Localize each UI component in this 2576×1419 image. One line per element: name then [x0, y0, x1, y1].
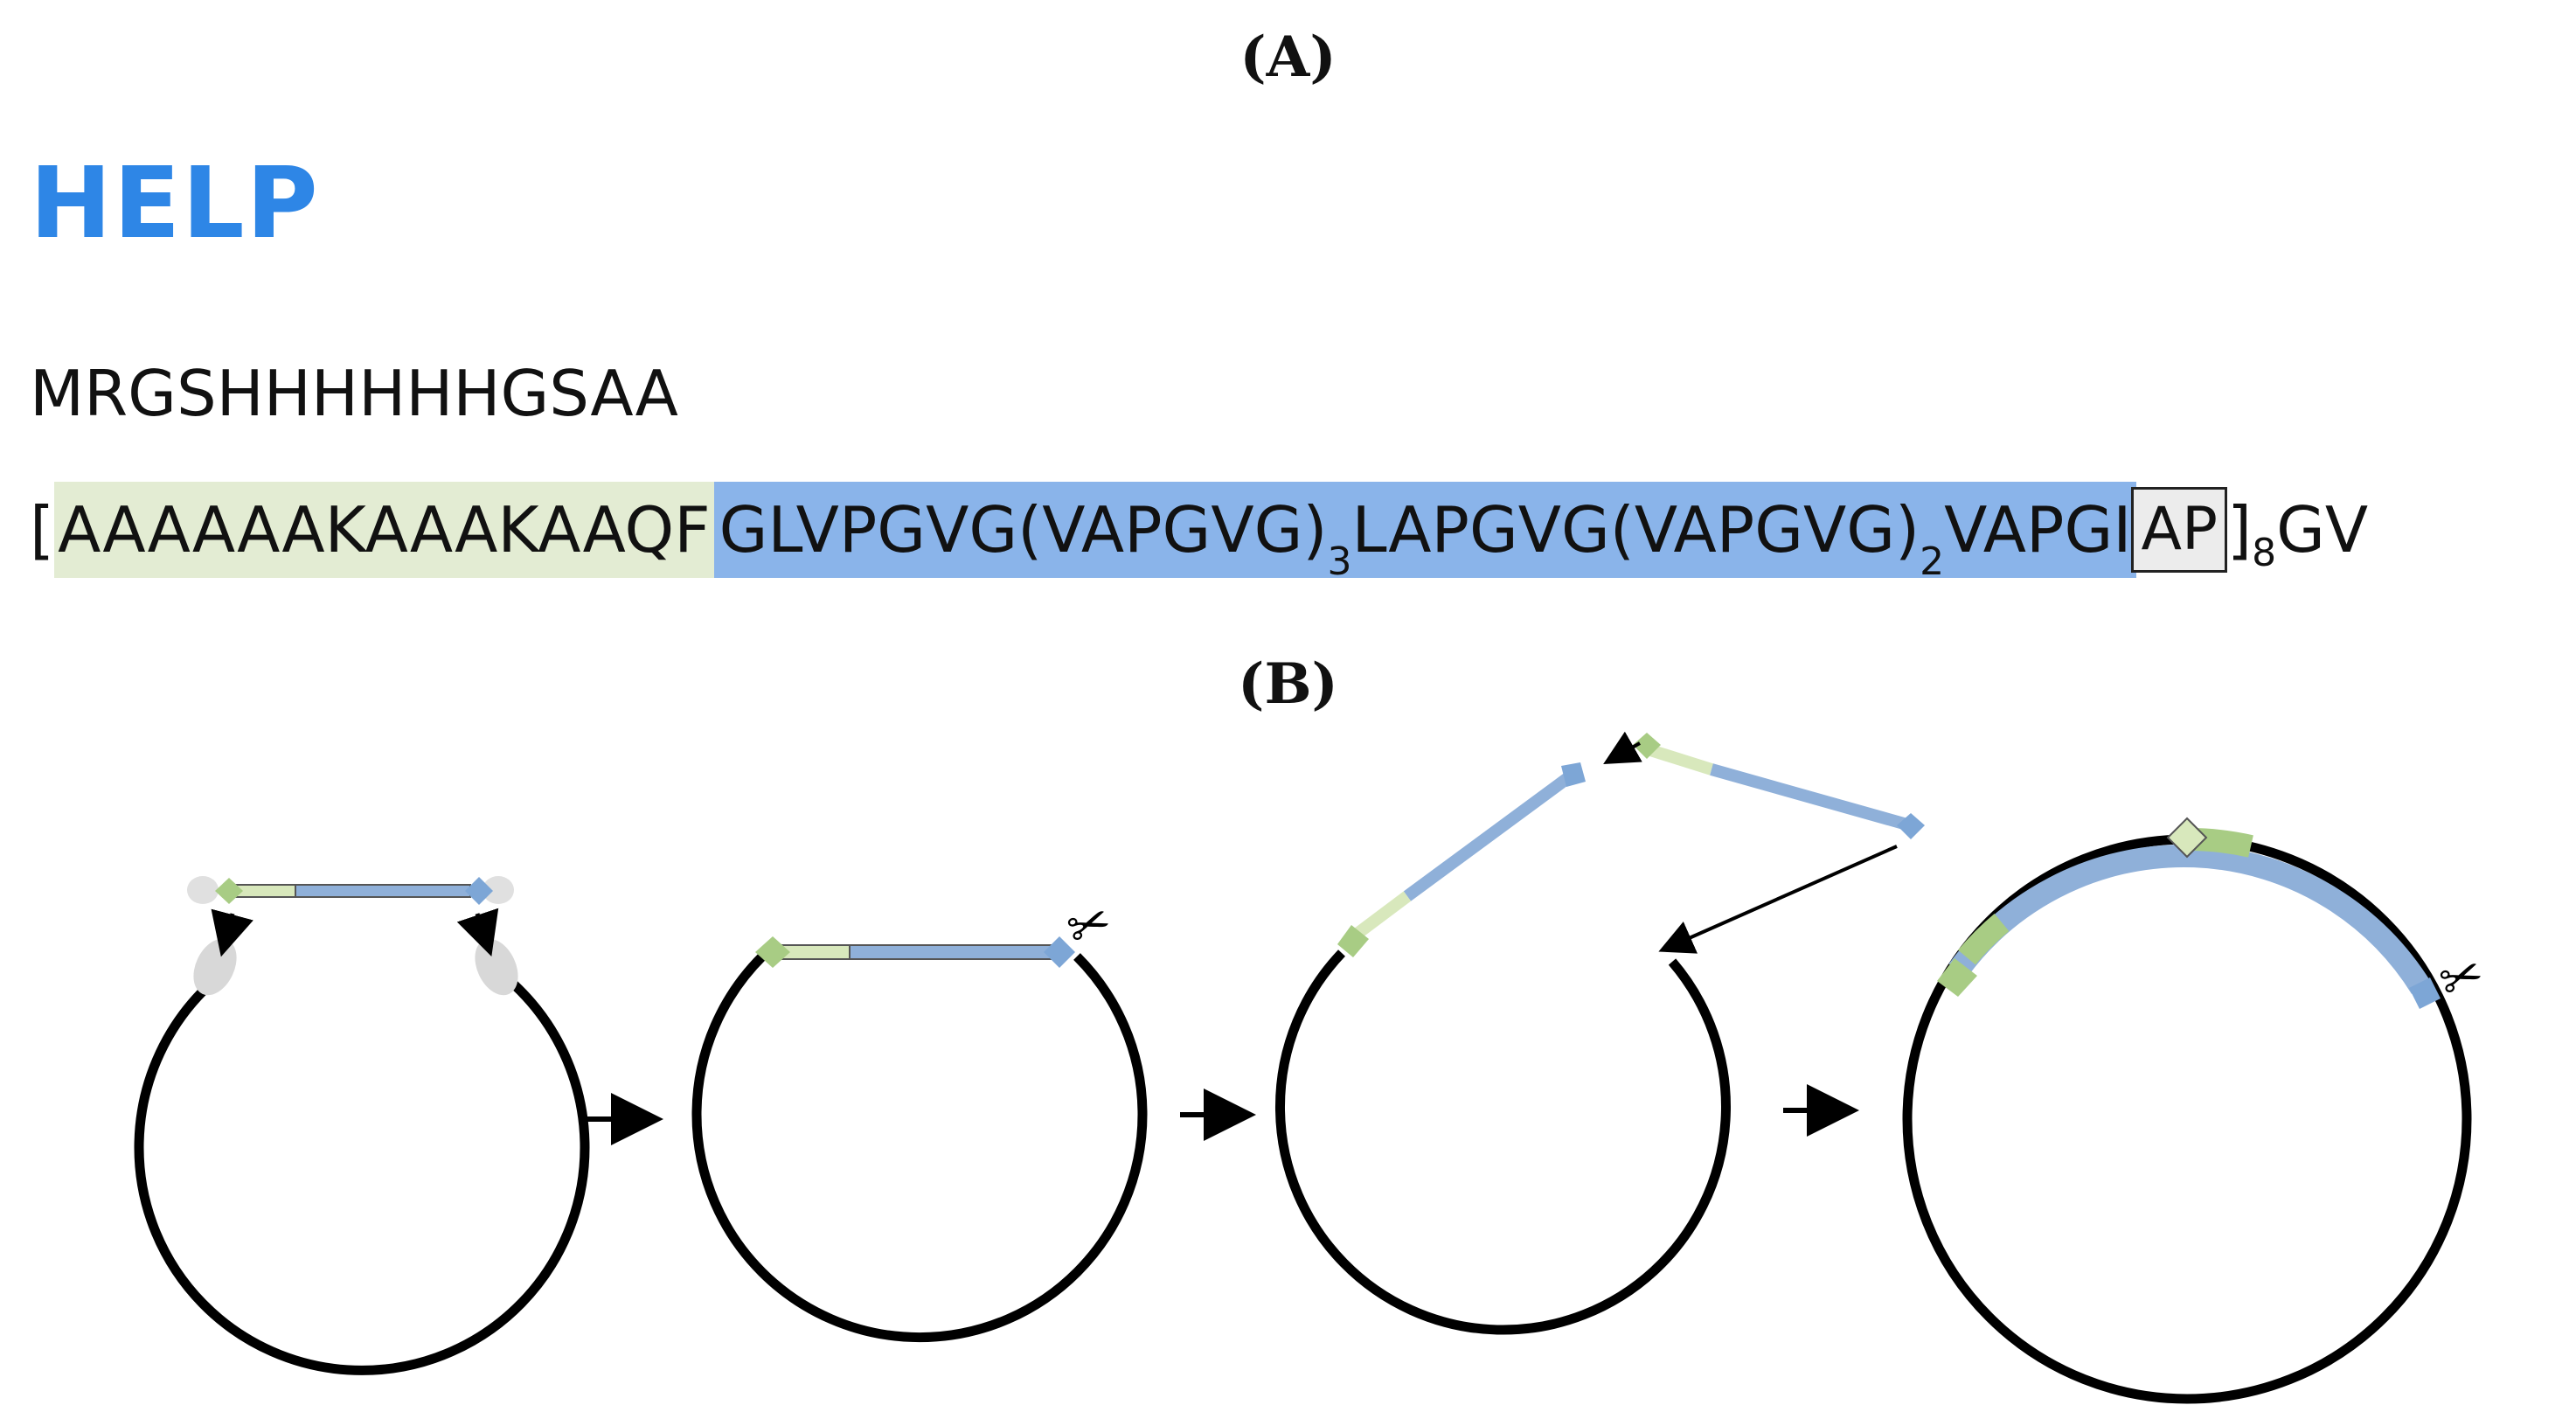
panel-a-label: (A) — [1239, 24, 1337, 90]
step-1-digestion — [134, 876, 590, 1375]
panel-b-label: (B) — [1238, 651, 1338, 717]
subscript-2: 2 — [1920, 539, 1945, 584]
subscript-3: 3 — [1327, 539, 1352, 584]
step-3-opened-vector — [1275, 731, 1925, 1335]
insert-green-segment — [235, 884, 296, 898]
plasmid-2 — [691, 953, 1148, 1343]
green-segment: AAAAAAKAAAKAAQF — [54, 482, 714, 578]
open-bracket: [ — [30, 493, 55, 567]
green-end-marker — [215, 878, 243, 904]
green-end-marker — [1937, 958, 1977, 997]
blue-end-marker — [1561, 762, 1586, 787]
repeat-subscript: 8 — [2252, 530, 2277, 575]
arrow-to-insert — [1603, 731, 1642, 764]
sequence-line-1: MRGSHHHHHHGSAA — [30, 357, 678, 430]
close-bracket: ] — [2227, 493, 2253, 567]
blue-end-marker — [2409, 977, 2441, 1009]
overhang-top-right — [483, 876, 514, 904]
junction-marker — [2166, 817, 2208, 859]
step-4-final-plasmid: ✂ — [1902, 817, 2491, 1404]
arrow-down-right — [456, 908, 499, 956]
blue-part-1: GLVPGVG(VAPGVG) — [719, 493, 1328, 567]
arrow-to-vector — [1658, 845, 1898, 954]
insert-arc-green-left — [1958, 914, 2010, 965]
sequence-tail: GV — [2276, 493, 2369, 567]
insert-arc-blue — [1948, 844, 2432, 994]
insert-blue-left — [1403, 771, 1574, 901]
overhang-left — [193, 938, 237, 996]
blue-end-marker — [465, 877, 493, 905]
help-title: HELP — [30, 147, 320, 261]
plasmid-1 — [134, 980, 590, 1375]
plasmid-3 — [1275, 949, 1731, 1335]
ap-boxed-segment: AP — [2131, 487, 2228, 573]
blue-end-marker — [1897, 813, 1925, 839]
insert-blue-right — [1710, 763, 1906, 830]
insert-green-left — [1350, 891, 1412, 941]
green-end-marker — [1337, 925, 1369, 957]
blue-part-3: VAPGI — [1944, 493, 2132, 567]
sequence-line-2: [ AAAAAAKAAAKAAQF GLVPGVG(VAPGVG)3LAPGVG… — [30, 481, 2369, 584]
green-end-marker — [755, 936, 790, 968]
overhang-top-left — [187, 876, 219, 904]
insert-blue-segment — [849, 944, 1056, 960]
blue-end-marker — [1044, 936, 1075, 968]
step-2-ligation: ✂ — [691, 890, 1148, 1343]
insert-green-right — [1648, 744, 1714, 776]
blue-segment: GLVPGVG(VAPGVG)3LAPGVG(VAPGVG)2VAPGI — [713, 482, 2137, 584]
insert-blue-segment — [295, 884, 471, 898]
blue-part-2: LAPGVG(VAPGVG) — [1351, 493, 1920, 567]
arrow-down-left — [211, 908, 253, 957]
